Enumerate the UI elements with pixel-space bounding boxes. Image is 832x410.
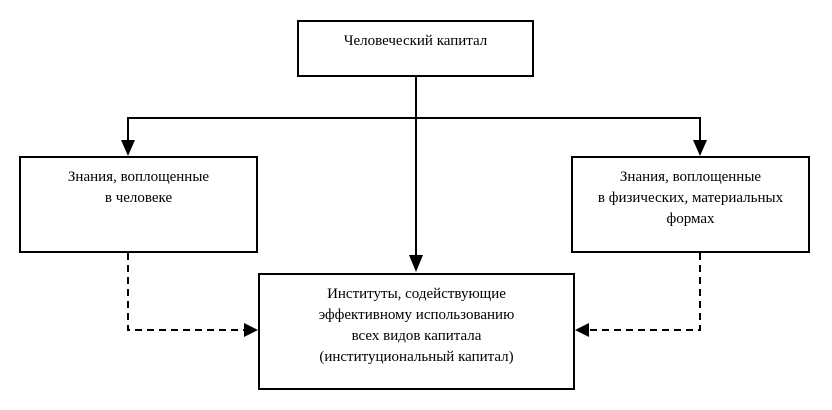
arrowhead-down-left-icon [121, 140, 135, 156]
arrowhead-down-center-icon [409, 255, 423, 272]
node-human-capital-label: Человеческий капитал [343, 33, 488, 49]
arrowhead-down-right-icon [693, 140, 707, 156]
edge-knowledge-physical-to-institutions [589, 253, 701, 331]
edge-knowledge-person-to-institutions [127, 253, 244, 331]
node-human-capital: Человеческий капитал [297, 20, 534, 77]
arrowhead-right-icon [244, 323, 258, 337]
node-knowledge-physical: Знания, воплощенные в физических, матери… [571, 156, 810, 253]
node-knowledge-person-label: Знания, воплощенные в человеке [67, 169, 210, 206]
arrowhead-left-icon [575, 323, 589, 337]
node-knowledge-physical-label: Знания, воплощенные в физических, матери… [597, 169, 784, 227]
node-institutions: Институты, содействующие эффективному ис… [258, 273, 575, 390]
node-institutions-label: Институты, содействующие эффективному ис… [318, 286, 515, 365]
node-knowledge-person: Знания, воплощенные в человеке [19, 156, 258, 253]
